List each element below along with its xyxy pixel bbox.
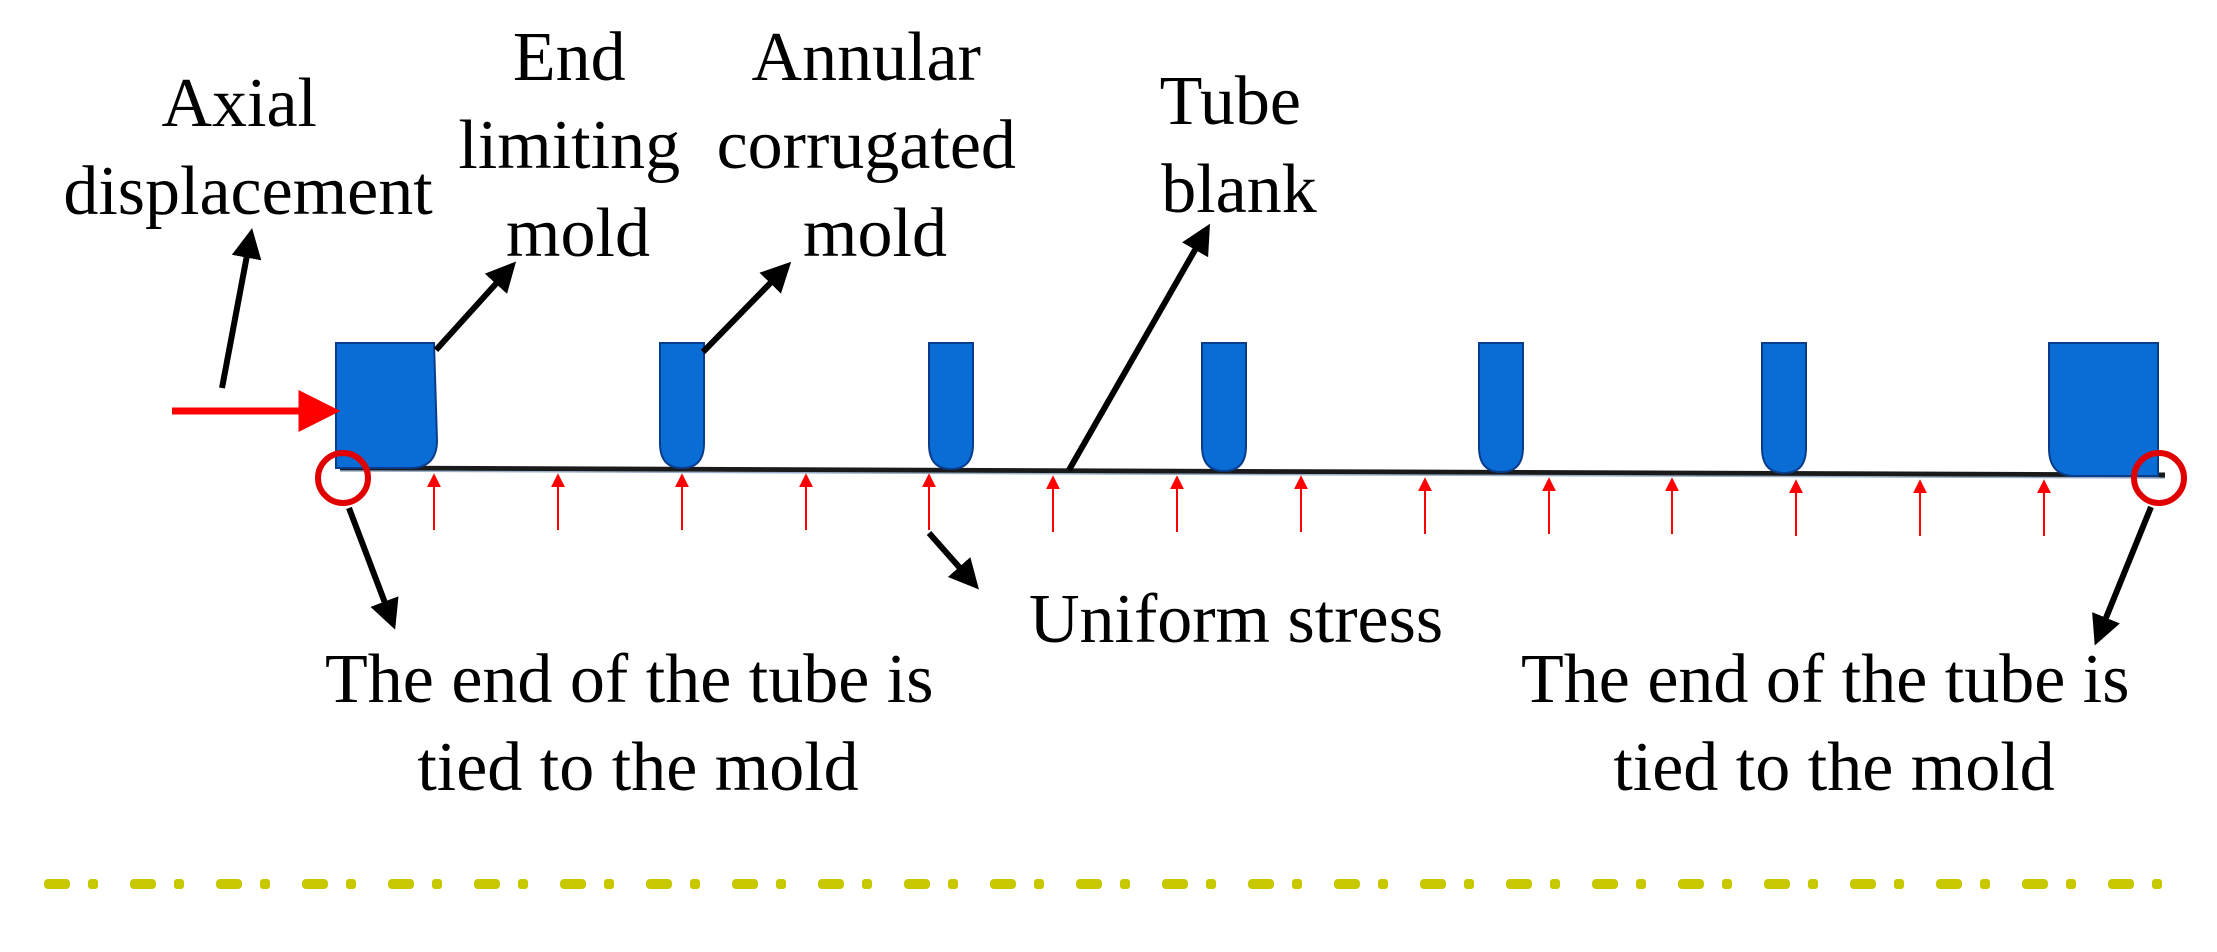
leader-axial: [219, 228, 262, 389]
dash-segment: [1248, 879, 1274, 889]
leader-tube-blank: [1066, 223, 1210, 472]
end-limiting-mold-left: [335, 342, 439, 469]
dash-segment: [904, 879, 930, 889]
dot-segment: [1120, 879, 1130, 889]
tie-circle-right: [2131, 450, 2187, 506]
dot-segment: [432, 879, 442, 889]
dash-segment: [1850, 879, 1876, 889]
dot-segment: [1206, 879, 1216, 889]
dot-segment: [1636, 879, 1646, 889]
leader-uniform-stress: [926, 531, 979, 590]
label-uniform-stress: Uniform stress: [1029, 581, 1443, 658]
dot-segment: [1378, 879, 1388, 889]
dash-segment: [1162, 879, 1188, 889]
label-end-limiting-mold: End limiting mold: [458, 19, 697, 272]
dash-segment: [1936, 879, 1962, 889]
dot-segment: [604, 879, 614, 889]
dash-segment: [818, 879, 844, 889]
dot-segment: [174, 879, 184, 889]
dash-segment: [2108, 879, 2134, 889]
dash-segment: [2022, 879, 2048, 889]
dash-segment: [474, 879, 500, 889]
dot-segment: [862, 879, 872, 889]
dot-segment: [1722, 879, 1732, 889]
dot-segment: [690, 879, 700, 889]
dash-segment: [130, 879, 156, 889]
dot-segment: [948, 879, 958, 889]
dash-segment: [1506, 879, 1532, 889]
leader-end-mold: [433, 261, 517, 353]
label-annular-corrugated-mold: Annular corrugated mold: [717, 19, 1034, 272]
annular-corrugated-mold-4: [1478, 342, 1524, 474]
dash-segment: [732, 879, 758, 889]
dot-segment: [260, 879, 270, 889]
annular-corrugated-mold-1: [659, 342, 705, 470]
end-limiting-mold-right: [2048, 342, 2159, 477]
annular-corrugated-mold-5: [1761, 342, 1807, 475]
uniform-stress-arrows: [427, 473, 2051, 536]
dot-segment: [2152, 879, 2162, 889]
dash-segment: [1076, 879, 1102, 889]
label-tube-blank: Tube blank: [1160, 63, 1319, 228]
dot-segment: [88, 879, 98, 889]
dashed-separator-line: [44, 879, 2162, 889]
leader-tie-right: [2092, 505, 2154, 646]
tie-circle-left: [315, 450, 371, 506]
annular-corrugated-mold-2: [928, 342, 974, 471]
dot-segment: [1894, 879, 1904, 889]
dash-segment: [1420, 879, 1446, 889]
dot-segment: [1464, 879, 1474, 889]
dash-segment: [388, 879, 414, 889]
dash-segment: [560, 879, 586, 889]
dash-segment: [646, 879, 672, 889]
leader-tie-left: [346, 506, 399, 630]
dot-segment: [1980, 879, 1990, 889]
dash-segment: [990, 879, 1016, 889]
tube-blank: [339, 465, 2166, 479]
dot-segment: [776, 879, 786, 889]
dot-segment: [1034, 879, 1044, 889]
leader-annular-mold: [700, 261, 792, 355]
dash-segment: [1334, 879, 1360, 889]
label-axial-displacement: Axial displacement: [63, 65, 433, 230]
annular-corrugated-mold-3: [1201, 342, 1247, 473]
dash-segment: [1764, 879, 1790, 889]
dot-segment: [1292, 879, 1302, 889]
label-tie-left: The end of the tube is tied to the mold: [325, 641, 951, 806]
dash-segment: [216, 879, 242, 889]
dash-segment: [1592, 879, 1618, 889]
dash-segment: [44, 879, 70, 889]
dot-segment: [518, 879, 528, 889]
dash-segment: [1678, 879, 1704, 889]
dot-segment: [1808, 879, 1818, 889]
dot-segment: [346, 879, 356, 889]
dot-segment: [2066, 879, 2076, 889]
label-tie-right: The end of the tube is tied to the mold: [1521, 641, 2147, 806]
dash-segment: [302, 879, 328, 889]
dot-segment: [1550, 879, 1560, 889]
